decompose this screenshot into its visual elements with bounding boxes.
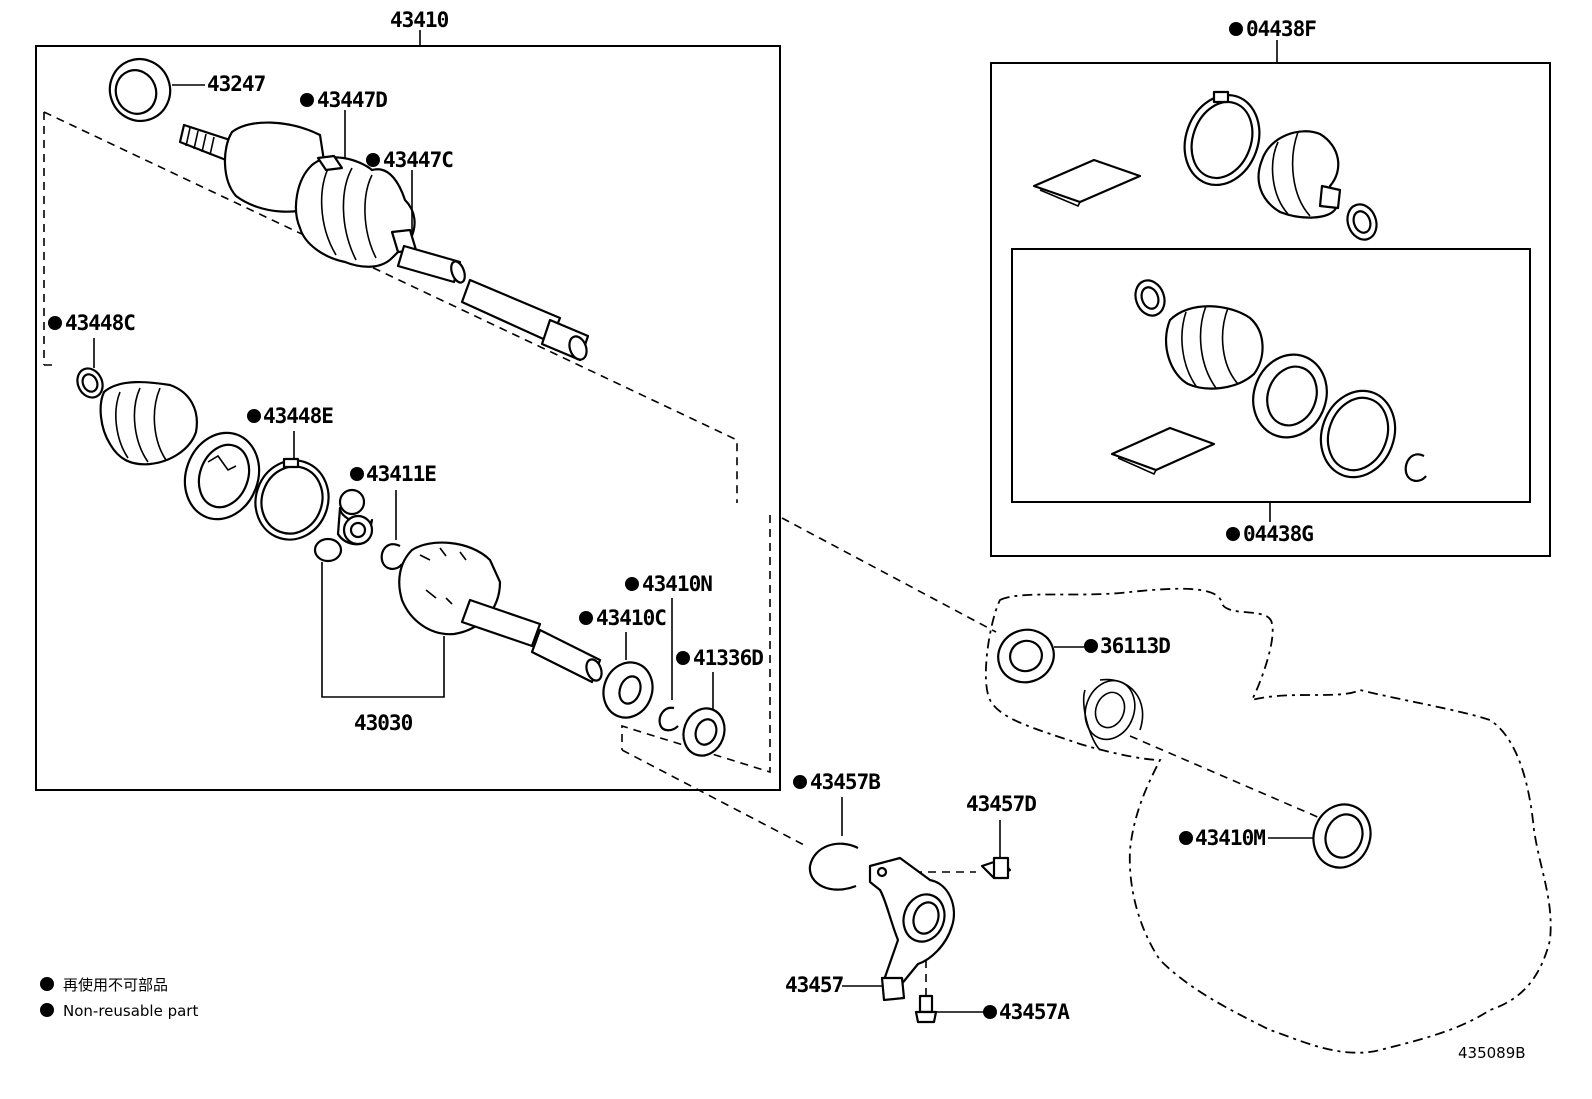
clamp-band-43448E[interactable] xyxy=(244,450,339,550)
kit-snap-ring[interactable] xyxy=(1404,453,1427,482)
connector-43410M xyxy=(1129,735,1321,819)
kit-outer-boot[interactable] xyxy=(1257,130,1342,219)
inner-boot[interactable] xyxy=(99,380,198,466)
label-43410M[interactable]: 43410M xyxy=(1195,826,1266,850)
label-43410[interactable]: 43410 xyxy=(390,8,450,32)
legend-english: Non-reusable part xyxy=(63,1002,198,1020)
legend-japanese: 再使用不可部品 xyxy=(63,976,168,994)
grease-pack-inner[interactable] xyxy=(1110,426,1216,476)
tripod-spider[interactable] xyxy=(313,488,374,563)
connector-36113D xyxy=(781,517,997,633)
damper-ring-43410C[interactable] xyxy=(596,655,660,724)
drawing-id: 435089B xyxy=(1458,1044,1526,1062)
bolt-43457D[interactable] xyxy=(980,856,1012,880)
kit-small-clamp[interactable] xyxy=(1343,200,1382,243)
bearing-41336D[interactable] xyxy=(677,703,731,762)
inner-joint-ring[interactable] xyxy=(173,422,271,529)
label-43030[interactable]: 43030 xyxy=(354,711,414,735)
assembly-box-43410 xyxy=(35,45,781,791)
legend-dot-icon xyxy=(40,977,54,991)
label-43447C[interactable]: 43447C xyxy=(383,148,454,172)
connector-43457B xyxy=(621,749,807,847)
label-43457D[interactable]: 43457D xyxy=(966,792,1037,816)
label-04438F[interactable]: 04438F xyxy=(1246,17,1317,41)
bearing-bracket-43457[interactable] xyxy=(868,856,956,1002)
label-43448E[interactable]: 43448E xyxy=(263,404,334,428)
legend: 再使用不可部品 Non-reusable part xyxy=(40,976,198,1020)
label-43457[interactable]: 43457 xyxy=(785,973,845,997)
boot-kit-box-04438F xyxy=(990,62,1551,557)
dust-seal-43247[interactable] xyxy=(101,51,179,130)
transaxle-case-outline xyxy=(984,587,1552,1054)
kit-clamp-band-inner[interactable] xyxy=(1309,380,1407,487)
snap-ring-43410N[interactable] xyxy=(658,706,679,732)
label-43457B[interactable]: 43457B xyxy=(810,770,881,794)
label-43410N[interactable]: 43410N xyxy=(642,572,713,596)
kit-clamp-band-large[interactable] xyxy=(1172,84,1271,195)
kit-inner-small-clamp[interactable] xyxy=(1131,276,1170,319)
label-43448C[interactable]: 43448C xyxy=(65,311,136,335)
label-43447D[interactable]: 43447D xyxy=(317,88,388,112)
outer-joint-boot-shaft[interactable] xyxy=(178,121,590,362)
oil-seal-36113D[interactable] xyxy=(991,622,1061,690)
label-41336D[interactable]: 41336D xyxy=(693,646,764,670)
label-36113D[interactable]: 36113D xyxy=(1100,634,1171,658)
kit-inner-boot[interactable] xyxy=(1165,305,1264,390)
subassembly-dashed-outline xyxy=(43,111,738,503)
label-43411E[interactable]: 43411E xyxy=(366,462,437,486)
boot-kit-box-04438G xyxy=(1011,248,1531,503)
kit-inner-joint-ring[interactable] xyxy=(1242,344,1338,448)
legend-dot-icon xyxy=(40,1003,54,1017)
label-43410C[interactable]: 43410C xyxy=(596,606,667,630)
case-bore xyxy=(1084,679,1136,741)
grease-pack-outer[interactable] xyxy=(1032,158,1142,208)
snap-ring-43411E[interactable] xyxy=(380,543,403,570)
inner-joint-housing-43030[interactable] xyxy=(398,541,604,684)
oil-seal-43410M[interactable] xyxy=(1305,796,1380,875)
label-43457A[interactable]: 43457A xyxy=(999,1000,1071,1024)
inner-joint-dashed-outline xyxy=(621,515,771,774)
small-clamp-43448C[interactable] xyxy=(73,364,107,401)
label-43247[interactable]: 43247 xyxy=(207,72,267,96)
snap-ring-43457B[interactable] xyxy=(808,842,859,891)
label-04438G[interactable]: 04438G xyxy=(1243,522,1314,546)
bolt-43457A[interactable] xyxy=(914,994,938,1024)
